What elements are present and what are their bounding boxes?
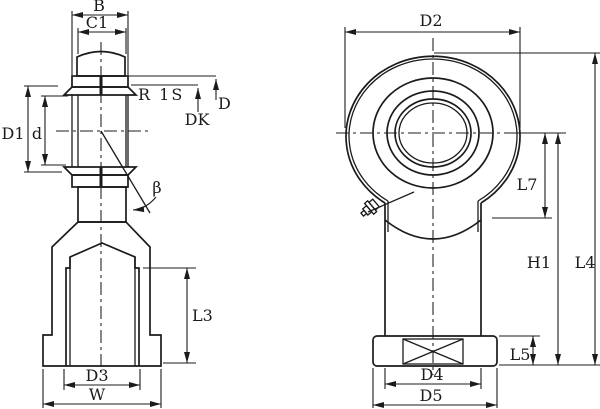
- dim-W: W: [42, 369, 162, 408]
- label-d4: D4: [420, 365, 443, 384]
- body-section: [42, 221, 162, 367]
- dim-D1: D1: [1, 85, 62, 173]
- label-d1: D1: [1, 124, 24, 143]
- label-r-1s: R 1S: [138, 85, 184, 104]
- base-cross-box: [402, 338, 464, 365]
- head-saddle-arc: [384, 219, 482, 240]
- label-d5: D5: [419, 386, 442, 405]
- dim-D3: D3: [63, 366, 141, 390]
- label-dk: DK: [185, 110, 211, 129]
- right-view-front: [336, 38, 566, 375]
- left-view-section: [42, 42, 162, 373]
- dim-H1: H1: [527, 133, 561, 365]
- dim-D5: D5: [372, 368, 498, 408]
- grease-nipple: [360, 198, 381, 218]
- callout-D: D: [128, 75, 231, 113]
- dim-D2: D2: [344, 11, 521, 128]
- grease-passage-line: [367, 191, 415, 213]
- label-l7: L7: [517, 175, 538, 194]
- label-d-outer: D: [218, 94, 231, 113]
- label-d3: D3: [85, 366, 108, 385]
- label-d-bore: d: [32, 124, 42, 143]
- dim-d: d: [32, 95, 68, 166]
- label-l5: L5: [510, 345, 531, 364]
- label-d2: D2: [419, 11, 442, 30]
- ball-circle: [372, 77, 494, 189]
- dim-L5: L5: [499, 335, 540, 365]
- dim-L7: L7: [492, 132, 566, 219]
- dim-L4: L4: [434, 52, 600, 366]
- label-beta: β: [152, 178, 161, 197]
- inner-ring-circle: [386, 90, 480, 176]
- ball-section-band-top: [61, 86, 139, 96]
- callout-DK: DK: [131, 84, 211, 129]
- ball-top-cap: [76, 50, 126, 77]
- dim-B: B: [71, 0, 129, 75]
- label-h1: H1: [527, 253, 551, 272]
- label-l3: L3: [192, 306, 213, 325]
- dim-C1: C1: [77, 13, 127, 54]
- dim-L3: L3: [143, 267, 213, 364]
- beta-angle-line: [100, 130, 151, 214]
- bore-circle: [398, 102, 468, 164]
- bore-chamfer-circle: [394, 98, 472, 168]
- base-flange: [372, 335, 498, 367]
- label-b: B: [93, 0, 105, 15]
- label-w: W: [89, 385, 106, 404]
- label-c1: C1: [86, 13, 108, 32]
- head-inner-contour: [348, 58, 518, 202]
- beta-angle-arc: [132, 196, 157, 213]
- label-l4: L4: [575, 253, 596, 272]
- head-outer-contour: [345, 55, 521, 204]
- neck-section: [77, 186, 127, 223]
- dim-D4: D4: [384, 365, 482, 389]
